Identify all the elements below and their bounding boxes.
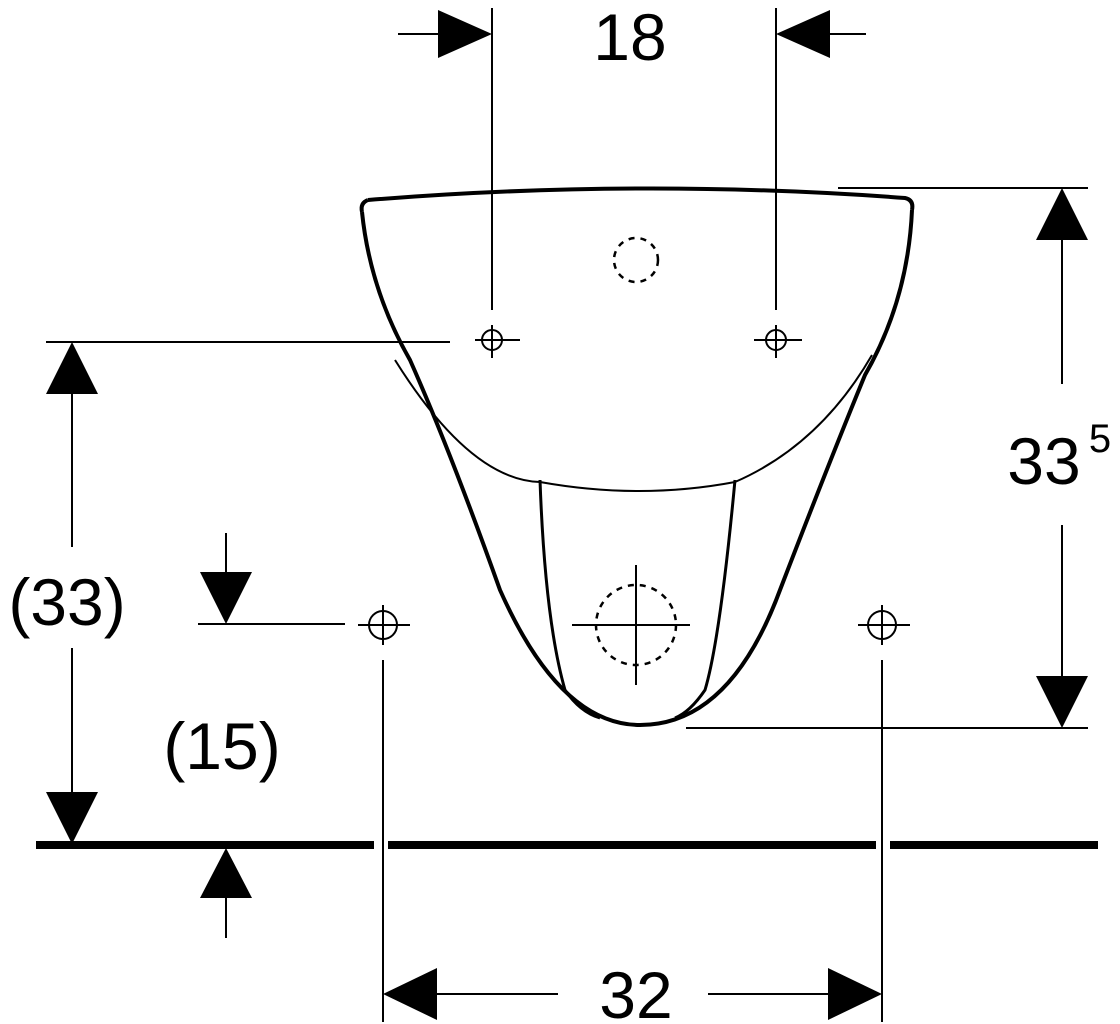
channel-right [674,479,737,720]
dimension-label-33: 33 [1007,424,1080,498]
outlet-hole-icon [572,565,690,685]
dimension-label-paren-33: (33) [8,565,125,639]
dimension-left-33: (33) [8,341,450,844]
fixing-hole-top-right-icon [754,325,802,358]
body-outer-contour [360,209,914,728]
dimension-right-33-5: 33 5 [686,187,1111,729]
rim-left-corner [359,198,369,213]
fixing-hole-top-left-icon [475,325,520,358]
dimension-top-18: 18 [398,0,866,310]
bowl-inner-curve [394,354,873,492]
urinal-outline [359,186,915,728]
dimension-bottom-32: 32 [382,660,883,1024]
fixing-hole-bottom-left-icon [358,605,410,645]
dimension-label-18: 18 [593,0,666,74]
dimension-label-superscript-5: 5 [1089,417,1111,461]
dimension-label-paren-15: (15) [163,709,280,783]
rim-top-line [367,186,915,211]
fixing-hole-bottom-right-icon [858,605,910,645]
dimension-label-32: 32 [599,958,672,1024]
channel-left [538,479,601,720]
inlet-hole-icon [612,236,660,284]
dimension-left-15: (15) [163,533,345,938]
